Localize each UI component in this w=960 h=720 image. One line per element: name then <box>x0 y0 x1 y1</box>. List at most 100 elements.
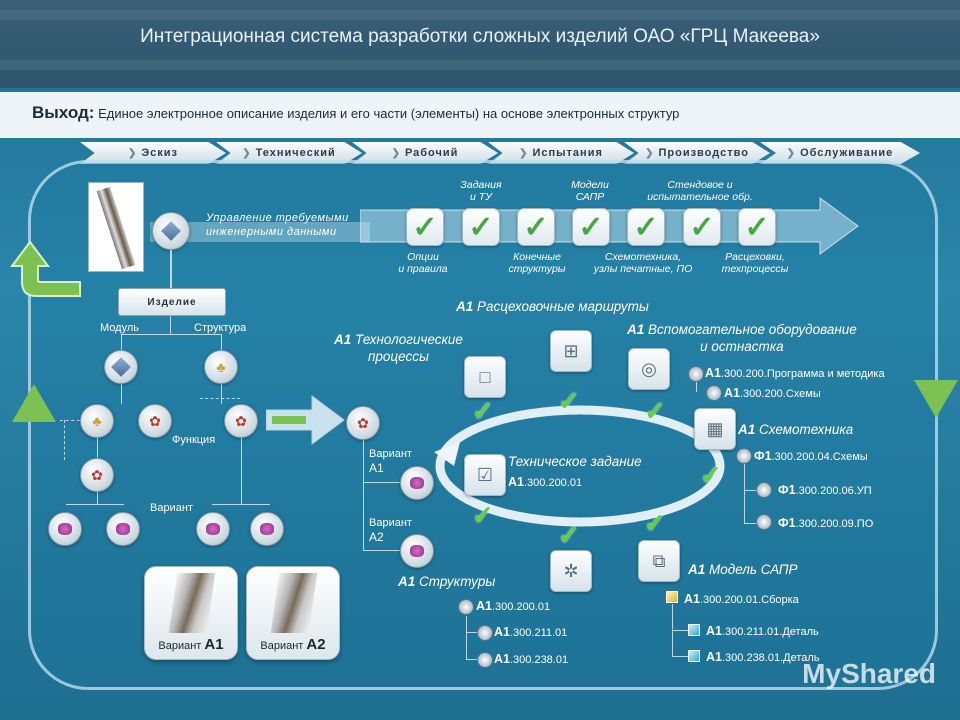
product-root[interactable]: Изделие <box>118 288 226 316</box>
stage-technical[interactable]: ❯Технический <box>216 142 362 164</box>
output-line: Выход: Единое электронное описание издел… <box>32 103 679 123</box>
function-node[interactable]: ✿ <box>224 404 258 438</box>
connector-line <box>672 630 688 631</box>
stage-label: Производство <box>658 147 749 159</box>
green-check-icon: ✓ <box>700 460 722 490</box>
connector-line <box>363 440 364 550</box>
routes-icon[interactable]: ⊞ <box>550 330 592 372</box>
stage-working[interactable]: ❯Рабочий <box>352 142 498 164</box>
circuit-item[interactable]: Ф1.300.200.04.Схемы <box>754 449 868 463</box>
cad-item[interactable]: А1.300.211.01.Деталь <box>706 624 819 638</box>
variant-card-a2[interactable]: Вариант А2 <box>246 566 340 660</box>
structure-item[interactable]: А1.300.200.01 <box>476 599 550 613</box>
lifecycle-ring <box>434 405 725 527</box>
cad-item[interactable]: А1.300.238.01.Деталь <box>706 650 820 664</box>
variant-dot-icon <box>410 545 424 557</box>
variant-card-a1[interactable]: Вариант А1 <box>144 566 238 660</box>
label-routes: А1 Расцеховочные маршруты <box>456 299 649 314</box>
tooling-item-icon <box>706 385 722 401</box>
variant-a2-node[interactable] <box>400 534 434 568</box>
tooling-item-icon <box>688 366 704 382</box>
triangle-up-icon[interactable] <box>12 384 56 422</box>
structure-item-icon <box>477 625 493 641</box>
connector-line <box>672 656 688 657</box>
aux-code: А1 <box>627 322 645 337</box>
connector-line <box>466 616 467 660</box>
structure-item-code: А1 <box>476 599 492 613</box>
stage-label: Рабочий <box>404 147 459 159</box>
variant-node[interactable] <box>106 512 140 546</box>
cad-model-icon[interactable]: ⧉ <box>638 540 680 582</box>
function-node[interactable]: ✿ <box>138 404 172 438</box>
check-icon: ✓ <box>406 208 444 246</box>
stage-sketch[interactable]: ❯Эскиз <box>80 142 226 164</box>
function-node[interactable]: ✿ <box>80 458 114 492</box>
function-icon: ✿ <box>149 412 161 429</box>
dashed-line <box>64 420 65 460</box>
aux-item[interactable]: А1.300.200.Программа и методика <box>705 366 885 380</box>
connector-line <box>744 490 756 491</box>
circuit-icon[interactable]: ▦ <box>694 408 736 450</box>
requirements-node[interactable] <box>152 212 190 250</box>
hierarchy-icon: ♣ <box>216 359 226 375</box>
check-icon: ✓ <box>462 208 500 246</box>
green-check-icon: ✓ <box>472 396 494 426</box>
variant-card-code: А1 <box>204 636 224 653</box>
stage-testing[interactable]: ❯Испытания <box>488 142 634 164</box>
green-check-icon: ✓ <box>472 500 494 530</box>
cad-item[interactable]: А1.300.200.01.Сборка <box>684 592 799 606</box>
cad-item-code: А1 <box>706 624 722 638</box>
stage-service[interactable]: ❯Обслуживание <box>760 142 920 164</box>
structures-icon[interactable]: ✲ <box>550 550 592 592</box>
connector-line <box>744 452 745 524</box>
cad-item-text: .300.200.01.Сборка <box>699 594 799 606</box>
triangle-down-icon[interactable] <box>914 380 958 418</box>
cad-model-text: Модель САПР <box>709 562 798 577</box>
function-icon: ✿ <box>235 412 247 429</box>
assembly-icon <box>666 591 678 603</box>
stage-production[interactable]: ❯Производство <box>624 142 770 164</box>
variant-node[interactable] <box>250 512 284 546</box>
circuit-item[interactable]: Ф1.300.200.06.УП <box>778 483 872 497</box>
check-icon: ✓ <box>572 208 610 246</box>
variant-a1-node[interactable] <box>400 466 434 500</box>
label-cad-model: А1 Модель САПР <box>688 562 798 577</box>
label-tech-task: Техническое задание <box>508 454 642 469</box>
check-icon: ✓ <box>517 208 555 246</box>
circuit-item[interactable]: Ф1.300.200.09.ПО <box>778 516 873 530</box>
tech-task-code: А1 <box>508 475 524 489</box>
tech-processes-line: Технологические <box>355 332 463 347</box>
structure-item[interactable]: А1.300.238.01 <box>494 652 568 666</box>
part-icon <box>688 624 700 636</box>
green-check-icon: ✓ <box>558 520 580 550</box>
check-icon: ✓ <box>627 208 665 246</box>
label-test-equipment: Стендовое и испытательное обр. <box>647 179 753 204</box>
structure-item[interactable]: А1.300.211.01 <box>494 625 567 639</box>
function-icon: ✿ <box>357 414 369 431</box>
tech-process-icon[interactable]: □ <box>464 356 506 398</box>
aux-line: Вспомогательное оборудование <box>648 322 857 337</box>
requirements-label-line: Управление требуемыми <box>206 212 349 224</box>
aux-item[interactable]: А1.300.200.Схемы <box>724 386 821 400</box>
label-circuitry: Схемотехника, узлы печатные, ПО <box>593 251 693 276</box>
label-function: Функция <box>172 434 216 446</box>
aux-item-code: А1 <box>724 386 740 400</box>
variant-node[interactable] <box>48 512 82 546</box>
function-node[interactable]: ♣ <box>80 404 114 438</box>
chevron-icon: ❯ <box>127 147 138 159</box>
green-check-icon: ✓ <box>558 386 580 416</box>
connector-line <box>221 384 222 404</box>
chevron-icon: ❯ <box>391 147 401 159</box>
connector-line <box>363 482 401 483</box>
tech-task-icon[interactable]: ☑ <box>464 454 506 496</box>
variant-node[interactable] <box>196 512 230 546</box>
tooling-icon[interactable]: ◎ <box>628 348 670 390</box>
variant-a1-line: Вариант <box>369 448 412 460</box>
connector-line <box>121 334 122 350</box>
rocket-picture <box>168 573 216 633</box>
selected-function-node[interactable]: ✿ <box>346 406 380 440</box>
structure-node[interactable]: ♣ <box>204 350 238 384</box>
module-node[interactable] <box>104 350 138 384</box>
